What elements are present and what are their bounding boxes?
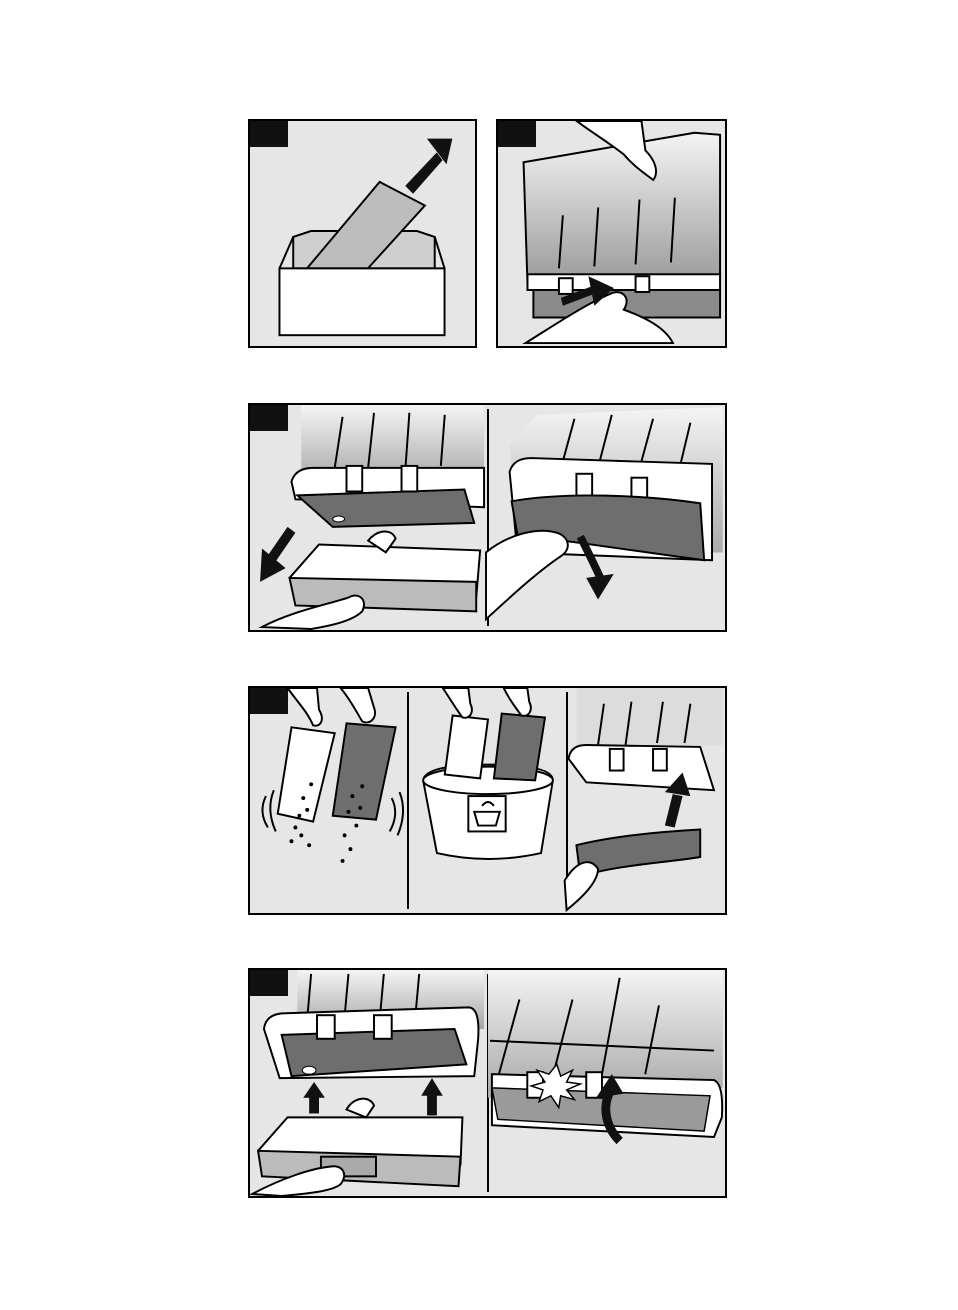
- filter-reinstall-illustration: [250, 970, 725, 1196]
- pull-out-arrow-icon: [260, 527, 295, 582]
- figure-2-panel: [248, 403, 727, 632]
- figure-4-panel: [248, 968, 727, 1198]
- housing-release-illustration: [498, 121, 725, 346]
- figure-1-panel-left: [248, 119, 477, 348]
- filter-removal-illustration: [250, 405, 725, 630]
- filter-cleaning-illustration: [250, 688, 725, 913]
- envelope-illustration: [250, 121, 475, 346]
- insert-arrow-up-icon: [303, 1082, 325, 1113]
- figure-3-panel: [248, 686, 727, 915]
- insert-arrow-up-icon: [421, 1078, 443, 1115]
- direction-arrow-icon: [405, 139, 452, 194]
- figure-1-panel-right: [496, 119, 727, 348]
- wash-symbol-icon: [468, 796, 505, 831]
